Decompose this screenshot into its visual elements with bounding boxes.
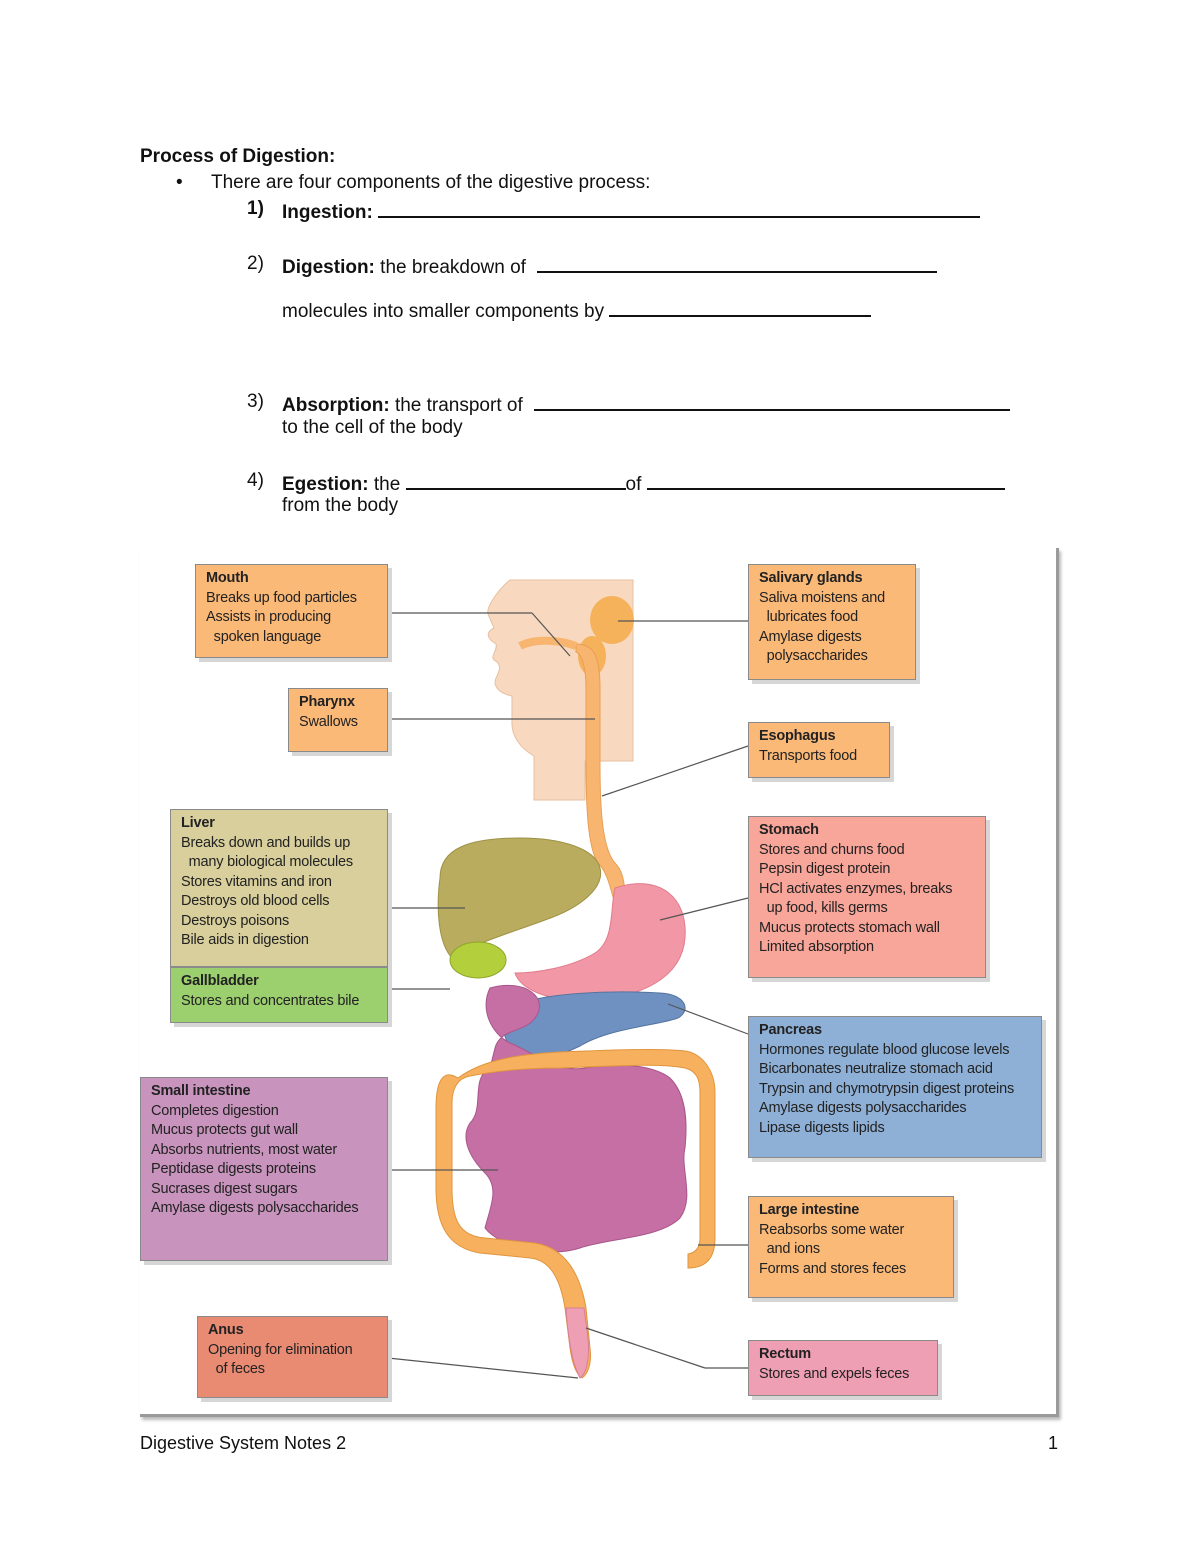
salivary-glands-box: Salivary glands Saliva moistens and lubr…: [748, 564, 916, 680]
salivary-line: polysaccharides: [759, 648, 868, 664]
item-3-text: the transport of: [394, 395, 523, 416]
bullet-text: There are four components of the digesti…: [211, 172, 651, 193]
small-intestine-title: Small intestine: [151, 1083, 251, 1099]
footer-title: Digestive System Notes 2: [140, 1433, 347, 1453]
small-intestine-line: Completes digestion: [151, 1102, 279, 1119]
item-3-line: Absorption: the transport of: [282, 391, 1011, 417]
pharynx-box: Pharynx Swallows: [288, 688, 388, 752]
gallbladder-line: Stores and concentrates bile: [181, 992, 360, 1009]
stomach-line: Limited absorption: [759, 939, 874, 955]
small-intestine-line: Peptidase digests proteins: [151, 1161, 316, 1177]
pancreas-title: Pancreas: [759, 1022, 822, 1038]
item-1-term: Ingestion:: [282, 202, 373, 223]
item-4-line: Egestion: the of: [282, 470, 1005, 496]
item-2-blank-2[interactable]: [609, 297, 872, 317]
item-4-mid: of: [625, 474, 642, 495]
rectum-box: Rectum Stores and expels feces: [748, 1340, 938, 1396]
pancreas-line: Trypsin and chymotrypsin digest proteins: [759, 1080, 1014, 1097]
item-3-blank[interactable]: [534, 391, 1011, 411]
liver-line: Bile aids in digestion: [181, 932, 309, 948]
liver-line: Breaks down and builds up: [181, 834, 351, 851]
small-intestine-line: Amylase digests polysaccharides: [151, 1200, 359, 1216]
item-4-term: Egestion:: [282, 474, 369, 495]
esophagus-line: Transports food: [759, 747, 858, 764]
item-4-number: 4): [247, 470, 264, 491]
small-intestine-box: Small intestine Completes digestion Mucu…: [140, 1077, 388, 1261]
anus-line: of feces: [208, 1361, 265, 1377]
gallbladder-title: Gallbladder: [181, 973, 259, 989]
stomach-line: Mucus protects stomach wall: [759, 919, 940, 936]
anus-title: Anus: [208, 1322, 244, 1338]
mouth-title: Mouth: [206, 570, 249, 586]
pancreas-line: Hormones regulate blood glucose levels: [759, 1041, 1010, 1058]
salivary-line: Amylase digests: [759, 628, 862, 645]
item-4-text: the: [373, 474, 401, 495]
mouth-line: spoken language: [206, 628, 322, 645]
small-intestine-line: Absorbs nutrients, most water: [151, 1141, 337, 1158]
item-2-line: Digestion: the breakdown of: [282, 253, 938, 279]
liver-line: Destroys poisons: [181, 912, 290, 929]
item-1-blank[interactable]: [378, 198, 981, 218]
item-1-number: 1): [247, 198, 264, 219]
stomach-line: Pepsin digest protein: [759, 861, 891, 877]
large-intestine-line: Forms and stores feces: [759, 1260, 907, 1277]
item-3-number: 3): [247, 391, 264, 412]
large-intestine-line: and ions: [759, 1241, 820, 1257]
rectum-title: Rectum: [759, 1346, 811, 1362]
salivary-line: lubricates food: [759, 609, 859, 625]
item-2-blank-1[interactable]: [537, 253, 938, 273]
stomach-line: HCl activates enzymes, breaks: [759, 880, 953, 897]
salivary-line: Saliva moistens and: [759, 589, 885, 606]
esophagus-title: Esophagus: [759, 728, 836, 744]
item-2-line2-text: molecules into smaller components by: [282, 301, 605, 322]
item-3-term: Absorption:: [282, 395, 390, 416]
pancreas-line: Lipase digests lipids: [759, 1119, 885, 1136]
page-number: 1: [1048, 1433, 1059, 1453]
item-2-line-2: molecules into smaller components by: [282, 297, 872, 323]
large-intestine-line: Reabsorbs some water: [759, 1221, 905, 1238]
item-4-blank-2[interactable]: [646, 470, 1005, 490]
stomach-title: Stomach: [759, 822, 819, 838]
pancreas-line: Bicarbonates neutralize stomach acid: [759, 1061, 993, 1077]
bullet-dot: •: [176, 172, 183, 193]
pancreas-box: Pancreas Hormones regulate blood glucose…: [748, 1016, 1042, 1158]
liver-line: Stores vitamins and iron: [181, 873, 332, 890]
item-1-line: Ingestion:: [282, 198, 981, 224]
large-intestine-box: Large intestine Reabsorbs some water and…: [748, 1196, 954, 1298]
stomach-box: Stomach Stores and churns food Pepsin di…: [748, 816, 986, 978]
pharynx-title: Pharynx: [299, 694, 355, 710]
stomach-line: up food, kills germs: [759, 900, 888, 916]
gallbladder-box: Gallbladder Stores and concentrates bile: [170, 967, 388, 1023]
item-4-line2: from the body: [282, 495, 399, 516]
anus-box: Anus Opening for elimination of feces: [197, 1316, 388, 1398]
liver-line: many biological molecules: [181, 854, 353, 870]
rectum-line: Stores and expels feces: [759, 1365, 910, 1382]
item-2-number: 2): [247, 253, 264, 274]
mouth-line: Assists in producing: [206, 609, 331, 625]
item-4-blank-1[interactable]: [405, 470, 626, 490]
item-3-line2: to the cell of the body: [282, 417, 463, 438]
small-intestine-line: Mucus protects gut wall: [151, 1122, 298, 1138]
digestive-system-diagram: Mouth Breaks up food particles Assists i…: [140, 548, 1059, 1417]
stomach-line: Stores and churns food: [759, 841, 905, 858]
liver-box: Liver Breaks down and builds up many bio…: [170, 809, 388, 967]
pancreas-line: Amylase digests polysaccharides: [759, 1100, 967, 1116]
esophagus-box: Esophagus Transports food: [748, 722, 890, 778]
salivary-title: Salivary glands: [759, 570, 863, 586]
item-2-term: Digestion:: [282, 257, 375, 278]
liver-line: Destroys old blood cells: [181, 893, 330, 909]
large-intestine-title: Large intestine: [759, 1202, 860, 1218]
anatomy-illustration: [387, 579, 749, 1379]
anus-line: Opening for elimination: [208, 1341, 353, 1358]
pharynx-line: Swallows: [299, 713, 358, 730]
liver-title: Liver: [181, 815, 215, 831]
mouth-box: Mouth Breaks up food particles Assists i…: [195, 564, 388, 658]
small-intestine-line: Sucrases digest sugars: [151, 1180, 298, 1197]
mouth-line: Breaks up food particles: [206, 589, 357, 606]
item-2-text: the breakdown of: [380, 257, 526, 278]
section-heading: Process of Digestion:: [140, 146, 336, 167]
